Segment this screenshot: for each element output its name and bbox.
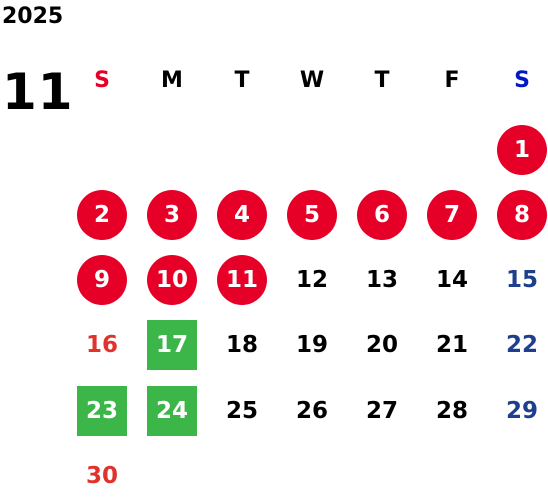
weekday-mon: M — [161, 68, 183, 93]
day-cell-18: 18 — [225, 332, 258, 358]
day-cell-7: 7 — [427, 190, 477, 240]
day-cell-23: 23 — [77, 386, 127, 436]
day-cell-30: 30 — [85, 463, 118, 489]
weekday-sat: S — [514, 68, 530, 93]
day-cell-9: 9 — [77, 255, 127, 305]
weekday-wed: W — [299, 68, 325, 93]
day-cell-1: 1 — [497, 125, 547, 175]
day-cell-20: 20 — [365, 332, 398, 358]
weekday-tue: T — [234, 68, 250, 93]
day-cell-28: 28 — [435, 398, 468, 424]
day-cell-21: 21 — [435, 332, 468, 358]
day-cell-29: 29 — [505, 398, 538, 424]
day-cell-3: 3 — [147, 190, 197, 240]
weekday-thu: T — [374, 68, 390, 93]
day-cell-6: 6 — [357, 190, 407, 240]
year-label: 2025 — [2, 4, 64, 29]
day-cell-13: 13 — [365, 267, 398, 293]
day-cell-16: 16 — [85, 332, 118, 358]
day-cell-15: 15 — [505, 267, 538, 293]
weekday-sun: S — [94, 68, 110, 93]
day-cell-11: 11 — [217, 255, 267, 305]
day-cell-2: 2 — [77, 190, 127, 240]
day-cell-8: 8 — [497, 190, 547, 240]
day-cell-4: 4 — [217, 190, 267, 240]
day-cell-14: 14 — [435, 267, 468, 293]
day-cell-17: 17 — [147, 320, 197, 370]
day-cell-27: 27 — [365, 398, 398, 424]
day-cell-22: 22 — [505, 332, 538, 358]
day-cell-12: 12 — [295, 267, 328, 293]
day-cell-24: 24 — [147, 386, 197, 436]
day-cell-5: 5 — [287, 190, 337, 240]
month-label: 11 — [2, 63, 74, 121]
day-cell-25: 25 — [225, 398, 258, 424]
weekday-fri: F — [444, 68, 460, 93]
day-cell-26: 26 — [295, 398, 328, 424]
day-cell-19: 19 — [295, 332, 328, 358]
day-cell-10: 10 — [147, 255, 197, 305]
